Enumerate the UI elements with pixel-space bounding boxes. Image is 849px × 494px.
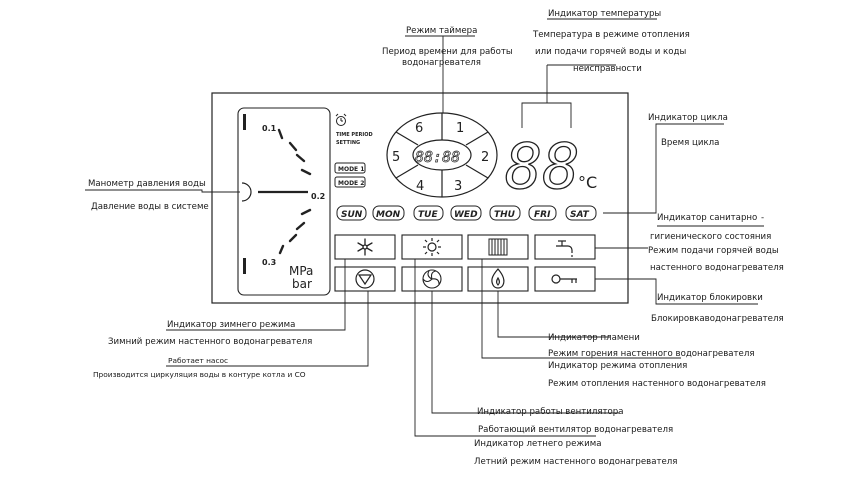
flame-icon	[491, 268, 505, 289]
timer-dial	[386, 112, 498, 198]
pressure-top-bar	[243, 114, 246, 130]
timer-mode-title: Режим таймера	[406, 26, 477, 36]
pressure-tick-0-2: 0.2	[311, 192, 325, 201]
timer-mode-desc-1: Период времени для работы	[382, 47, 513, 57]
time-setting-label: SETTING	[336, 140, 360, 146]
fan-icon	[422, 269, 442, 289]
day-box-wed	[450, 205, 482, 221]
winter-title: Индикатор зимнего режима	[167, 320, 295, 330]
fan-title: Индикатор работы вентилятора	[477, 407, 624, 417]
heating-indicator-box	[401, 234, 463, 260]
sanitary-title-2: гигиенического состояния	[650, 232, 771, 242]
timer-segment-3: 3	[454, 179, 462, 194]
summer-title: Индикатор летнего режима	[474, 439, 602, 449]
days-row: SUN MON TUE WED THU FRI SAT	[336, 205, 597, 221]
day-sat: SAT	[570, 210, 590, 220]
lcd-panel-frame	[211, 92, 629, 304]
sanitary-title: Индикатор санитарно	[657, 213, 757, 223]
mode-2-box	[334, 176, 366, 188]
temperature-desc-3: неисправности	[573, 64, 642, 74]
fan-desc: Работающий вентилятор водонагревателя	[478, 425, 673, 435]
temperature-desc-2: или подачи горячей воды и коды	[535, 47, 686, 57]
pump-desc: Производится циркуляция воды в контуре к…	[93, 370, 306, 379]
cycle-desc: Время цикла	[661, 138, 719, 148]
flame-desc: Режим горения настенного водонагревателя	[548, 349, 755, 359]
pressure-tick-0-3: 0.3	[262, 258, 276, 267]
lock-desc: Блокировкаводонагревателя	[651, 314, 784, 324]
time-period-label: TIME PERIOD	[336, 132, 373, 138]
leader-pump	[166, 291, 369, 367]
day-mon: MON	[376, 210, 401, 220]
leader-fan	[431, 291, 619, 414]
pump-icon	[355, 269, 375, 289]
alarm-clock-icon	[335, 113, 347, 126]
timer-segment-1: 1	[456, 121, 464, 136]
manometer-title: Манометр давления воды	[88, 179, 206, 189]
day-box-mon	[372, 205, 405, 221]
day-box-sat	[565, 205, 597, 221]
day-box-sun	[336, 205, 367, 221]
sanitary-indicator-box	[534, 234, 596, 260]
heating-desc: Режим отопления настенного водонагревате…	[548, 379, 766, 389]
day-fri: FRI	[534, 210, 551, 220]
cycle-title: Индикатор цикла	[648, 113, 728, 123]
flame-title: Индикатор пламени	[548, 333, 640, 343]
temperature-unit: °C	[578, 173, 597, 192]
radiator-icon	[488, 238, 508, 256]
sanitary-desc-1: Режим подачи горячей воды	[648, 246, 779, 256]
gauge-pivot-icon	[241, 182, 252, 202]
pressure-bottom-bar	[243, 258, 246, 274]
radiator-indicator-box	[467, 234, 529, 260]
leader-lock	[595, 278, 758, 305]
day-wed: WED	[454, 210, 478, 220]
leader-cycle	[603, 123, 724, 214]
day-box-fri	[528, 205, 557, 221]
timer-digits: 88:88	[415, 148, 460, 166]
tap-icon	[556, 240, 573, 257]
manometer-desc: Давление воды в системе	[91, 202, 209, 212]
pump-indicator-box	[334, 266, 396, 292]
pressure-tick-0-1: 0.1	[262, 124, 277, 133]
leader-summer	[414, 259, 596, 437]
sun-icon	[423, 238, 441, 256]
leader-flame	[497, 291, 610, 338]
leader-temperature	[521, 102, 572, 128]
day-sun: SUN	[341, 210, 363, 220]
timer-segment-6: 6	[415, 121, 423, 136]
pump-title: Работает насос	[168, 356, 228, 365]
day-thu: THU	[494, 210, 516, 220]
winter-indicator-box	[334, 234, 396, 260]
timer-segment-4: 4	[416, 179, 424, 194]
unit-bar: bar	[292, 277, 312, 291]
day-box-tue	[413, 205, 444, 221]
sanitary-dash: -	[761, 213, 764, 223]
snowflake-icon	[357, 238, 373, 256]
leader-heating	[481, 259, 681, 359]
timer-mode-desc-2: водонагревателя	[402, 58, 481, 68]
temperature-digits: 88	[505, 130, 580, 203]
day-box-thu	[489, 205, 521, 221]
timer-segment-2: 2	[481, 150, 489, 165]
mode-2-label: MODE 2	[338, 180, 364, 187]
unit-mpa: MPa	[289, 264, 313, 278]
temperature-desc-1: Температура в режиме отопления	[532, 30, 690, 40]
leader-lines	[85, 18, 764, 437]
leader-manometer	[85, 189, 240, 193]
mode-1-label: MODE 1	[338, 166, 364, 173]
pressure-gauge-box	[237, 107, 331, 296]
temperature-title: Индикатор температуры	[548, 9, 661, 19]
sanitary-desc-2: настенного водонагревателя	[650, 263, 784, 273]
timer-segment-5: 5	[392, 150, 400, 165]
key-icon	[551, 274, 577, 284]
leader-winter	[166, 259, 346, 331]
lock-title: Индикатор блокировки	[657, 293, 763, 303]
gauge-dash-ticks	[277, 128, 312, 255]
winter-desc: Зимний режим настенного водонагревателя	[108, 337, 312, 347]
heating-title: Индикатор режима отопления	[548, 361, 687, 371]
summer-desc: Летний режим настенного водонагревателя	[474, 457, 677, 467]
day-tue: TUE	[418, 210, 438, 220]
mode-1-box	[334, 162, 366, 174]
